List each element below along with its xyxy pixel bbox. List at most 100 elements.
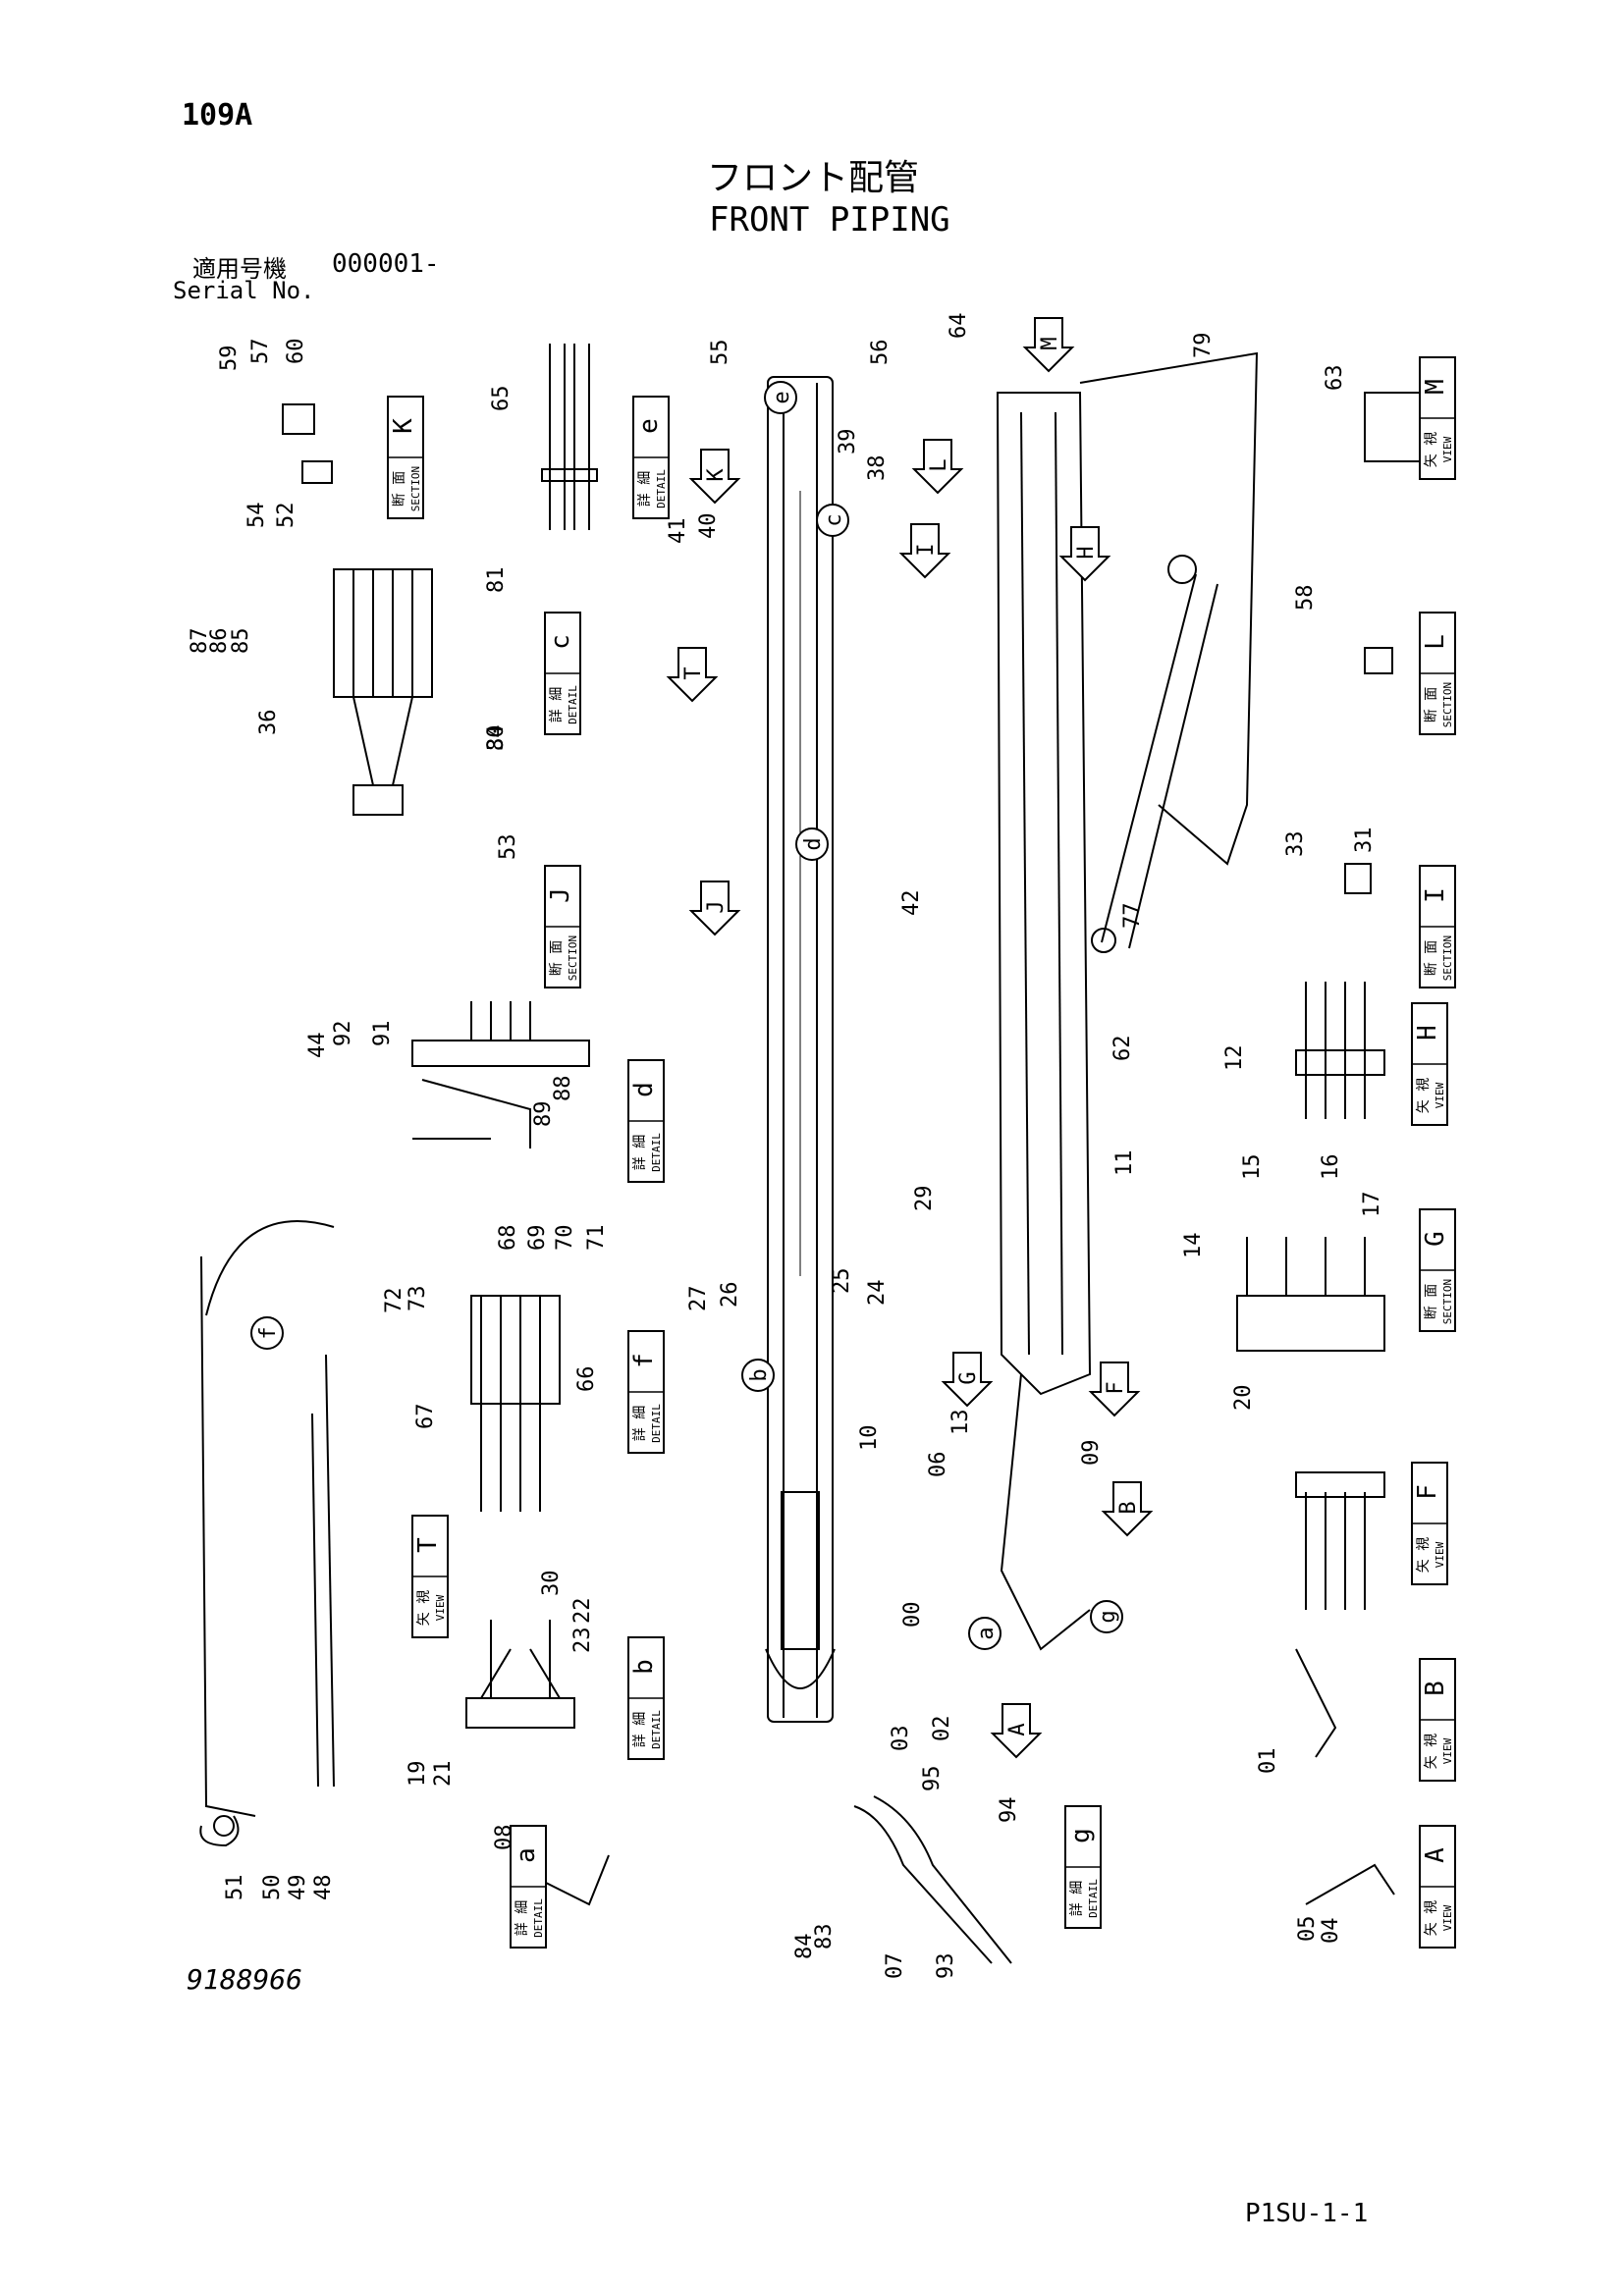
part-number-10: 10 [857, 1425, 882, 1452]
part-number-57: 57 [248, 339, 273, 365]
detail-circle-letter: e [770, 391, 794, 403]
part-number-51: 51 [223, 1875, 247, 1901]
view-box-jp-label: 断 面 [1424, 940, 1439, 976]
view-box-id: g [1066, 1828, 1096, 1843]
view-box-jp-label: 断 面 [549, 940, 565, 976]
view-box-id: L [1421, 634, 1450, 650]
part-number-24: 24 [865, 1280, 890, 1307]
view-box-id: T [413, 1537, 443, 1553]
view-box-jp-label: 詳 細 [549, 687, 565, 722]
part-number-26: 26 [718, 1282, 742, 1308]
part-number-72: 72 [382, 1288, 406, 1314]
view-arrow-letter: F [1104, 1381, 1128, 1394]
title-japanese: フロント配管 [707, 158, 920, 198]
part-number-29: 29 [912, 1186, 937, 1212]
part-number-06: 06 [926, 1452, 950, 1478]
view-box-jp-label: 矢 視 [1424, 432, 1439, 467]
part-number-00: 00 [900, 1602, 925, 1629]
view-box-en-label: DETAIL [567, 685, 579, 724]
part-number-89: 89 [531, 1101, 556, 1128]
view-box-en-label: SECTION [1441, 682, 1454, 727]
view-box-en-label: DETAIL [1087, 1879, 1100, 1918]
view-arrow-G: G [941, 1352, 994, 1408]
part-number-92: 92 [331, 1021, 355, 1047]
view-box-id: f [629, 1353, 659, 1368]
part-number-70: 70 [553, 1225, 577, 1252]
detail-circle-letter: f [256, 1326, 281, 1339]
view-box-id: c [546, 634, 575, 650]
part-number-93: 93 [934, 1953, 958, 1980]
view-box-id: G [1421, 1231, 1450, 1247]
part-number-87: 87 [188, 628, 212, 655]
part-number-02: 02 [930, 1716, 954, 1742]
view-box-id: e [634, 418, 664, 434]
view-box-id: F [1413, 1484, 1442, 1500]
part-number-81: 81 [484, 567, 509, 594]
part-number-71: 71 [584, 1225, 609, 1252]
view-arrow-letter: K [704, 468, 729, 482]
part-number-16: 16 [1319, 1154, 1343, 1181]
part-number-11: 11 [1112, 1150, 1137, 1177]
part-number-65: 65 [489, 386, 514, 412]
part-number-58: 58 [1293, 585, 1318, 612]
view-box-jp-label: 詳 細 [514, 1900, 530, 1936]
part-number-39: 39 [836, 429, 860, 455]
view-box-en-label: VIEW [1441, 1904, 1454, 1931]
part-number-08: 08 [492, 1825, 516, 1851]
part-number-12: 12 [1222, 1045, 1247, 1072]
view-arrow-A: A [990, 1703, 1043, 1759]
view-arrow-H: H [1058, 526, 1111, 582]
view-arrow-letter: L [927, 458, 951, 471]
part-number-94: 94 [997, 1797, 1021, 1824]
view-box-jp-label: 断 面 [1424, 687, 1439, 722]
view-box-id: I [1421, 887, 1450, 903]
view-box-en-label: SECTION [1441, 1279, 1454, 1324]
view-box-jp-label: 断 面 [392, 471, 407, 507]
part-number-22: 22 [570, 1598, 595, 1625]
part-number-15: 15 [1240, 1154, 1265, 1181]
view-box-en-label: DETAIL [650, 1404, 663, 1443]
part-number-63: 63 [1323, 365, 1347, 392]
part-number-84: 84 [792, 1934, 817, 1960]
detail-circle-letter: c [822, 513, 846, 526]
part-number-01: 01 [1256, 1748, 1280, 1775]
view-box-jp-label: 矢 視 [1416, 1537, 1432, 1573]
view-box-en-label: VIEW [1434, 1082, 1446, 1108]
view-box-en-label: VIEW [1441, 436, 1454, 462]
detail-circle-g: g [1090, 1600, 1123, 1633]
view-arrow-letter: G [956, 1371, 981, 1384]
part-number-03: 03 [889, 1726, 913, 1752]
view-box-en-label: SECTION [409, 466, 422, 511]
view-arrow-T: T [666, 647, 719, 703]
part-number-50: 50 [260, 1875, 285, 1901]
serial-label-japanese: 適用号機 [192, 255, 287, 283]
part-number-17: 17 [1360, 1192, 1384, 1218]
view-box-en-label: SECTION [567, 935, 579, 981]
document-number: 9188966 [187, 1963, 303, 1996]
part-number-60: 60 [284, 339, 308, 365]
part-number-59: 59 [217, 346, 242, 372]
part-number-42: 42 [899, 890, 924, 917]
part-number-21: 21 [431, 1761, 456, 1788]
view-box-id: b [629, 1659, 659, 1675]
part-number-66: 66 [574, 1366, 599, 1393]
part-number-52: 52 [274, 503, 298, 529]
part-number-91: 91 [370, 1021, 395, 1047]
detail-circle-letter: a [974, 1627, 999, 1639]
view-arrow-F: F [1088, 1362, 1141, 1417]
detail-circle-b: b [741, 1359, 775, 1392]
page-number: 109A [182, 98, 253, 133]
title-english: FRONT PIPING [709, 200, 950, 240]
view-box-jp-label: 矢 視 [1416, 1078, 1432, 1113]
